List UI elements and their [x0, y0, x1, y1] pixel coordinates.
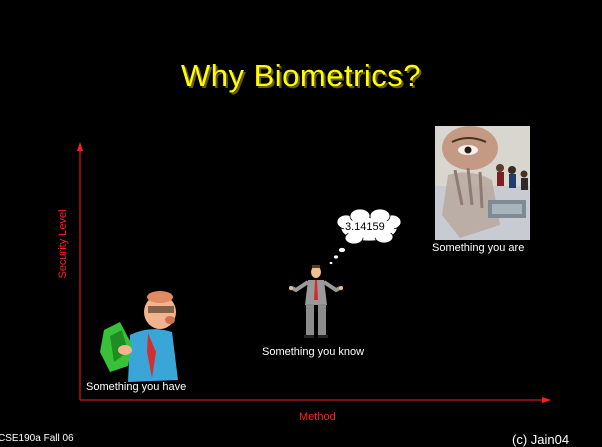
face-eye-hand-photo — [435, 126, 530, 240]
y-axis-arrow — [77, 142, 83, 151]
label-something-you-are: Something you are — [432, 242, 525, 254]
slide-title: Why Biometrics? — [180, 58, 422, 93]
footer-copyright: (c) Jain04 — [512, 432, 570, 447]
businessman-shrugging-icon — [289, 265, 343, 338]
man-holding-money-icon — [100, 291, 178, 382]
label-something-you-know: Something you know — [262, 346, 365, 358]
y-axis-label: Security Level — [57, 209, 69, 279]
x-axis-label: Method — [299, 411, 336, 423]
footer-course-label: CSE190a Fall 06 — [0, 433, 74, 444]
label-something-you-have: Something you have — [86, 381, 187, 393]
thought-bubble — [328, 208, 402, 265]
x-axis-arrow — [542, 397, 551, 403]
thought-bubble-text: 3.14159 — [345, 221, 385, 233]
